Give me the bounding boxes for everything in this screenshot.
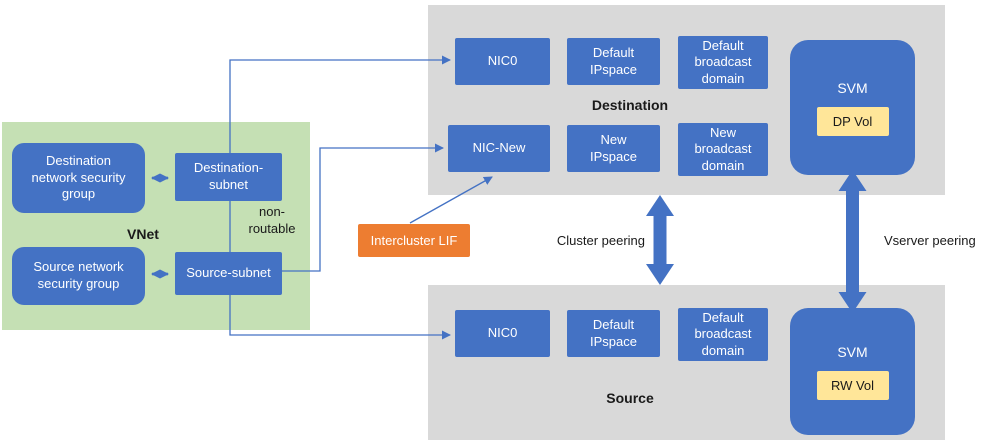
source-svm-label: SVM <box>837 343 868 360</box>
source-nsg-label: Source network security group <box>33 259 124 291</box>
vnet-label: VNet <box>127 226 159 242</box>
vserver-peering-label: Vserver peering <box>884 233 976 248</box>
dp-vol-label: DP Vol <box>832 113 873 129</box>
source-subnet-label: Source-subnet <box>186 265 271 281</box>
destination-nic0-box: NIC0 <box>455 38 550 85</box>
destination-nsg-label: Destination network security group <box>31 153 126 202</box>
destination-svm-box: SVM DP Vol <box>790 40 915 175</box>
source-default-ipspace-label: Default IPspace <box>590 316 637 349</box>
source-default-broadcast-label: Default broadcast domain <box>694 309 752 358</box>
destination-default-ipspace-box: Default IPspace <box>567 38 660 85</box>
destination-nic-new-box: NIC-New <box>448 125 550 172</box>
destination-new-broadcast-box: New broadcast domain <box>678 123 768 176</box>
source-nic0-label: NIC0 <box>487 325 518 341</box>
intercluster-lif-label: Intercluster LIF <box>370 233 458 248</box>
cluster-peering-arrow <box>646 195 674 285</box>
source-subnet-box: Source-subnet <box>175 252 282 295</box>
rw-vol-box: RW Vol <box>816 370 889 400</box>
destination-default-broadcast-label: Default broadcast domain <box>694 37 752 86</box>
non-routable-label: non-routable <box>248 204 296 236</box>
source-default-ipspace-box: Default IPspace <box>567 310 660 357</box>
destination-subnet-box: Destination-subnet <box>175 153 282 201</box>
cluster-peering-label: Cluster peering <box>556 233 645 248</box>
destination-nic-new-label: NIC-New <box>472 140 526 156</box>
rw-vol-label: RW Vol <box>830 377 875 393</box>
intercluster-lif-box: Intercluster LIF <box>358 224 470 257</box>
destination-svm-label: SVM <box>837 79 868 96</box>
dp-vol-box: DP Vol <box>816 106 889 136</box>
source-default-broadcast-box: Default broadcast domain <box>678 308 768 361</box>
destination-new-broadcast-label: New broadcast domain <box>694 124 752 173</box>
source-svm-box: SVM RW Vol <box>790 308 915 435</box>
destination-cluster-label: Destination <box>591 97 669 113</box>
source-nic0-box: NIC0 <box>455 310 550 357</box>
source-cluster-label: Source <box>606 390 654 406</box>
destination-subnet-label: Destination-subnet <box>193 160 264 192</box>
destination-nsg-box: Destination network security group <box>12 143 145 213</box>
source-nsg-box: Source network security group <box>12 247 145 305</box>
destination-default-broadcast-box: Default broadcast domain <box>678 36 768 89</box>
destination-default-ipspace-label: Default IPspace <box>590 44 637 77</box>
destination-nic0-label: NIC0 <box>487 53 518 69</box>
destination-new-ipspace-label: New IPspace <box>590 131 637 164</box>
destination-new-ipspace-box: New IPspace <box>567 125 660 172</box>
